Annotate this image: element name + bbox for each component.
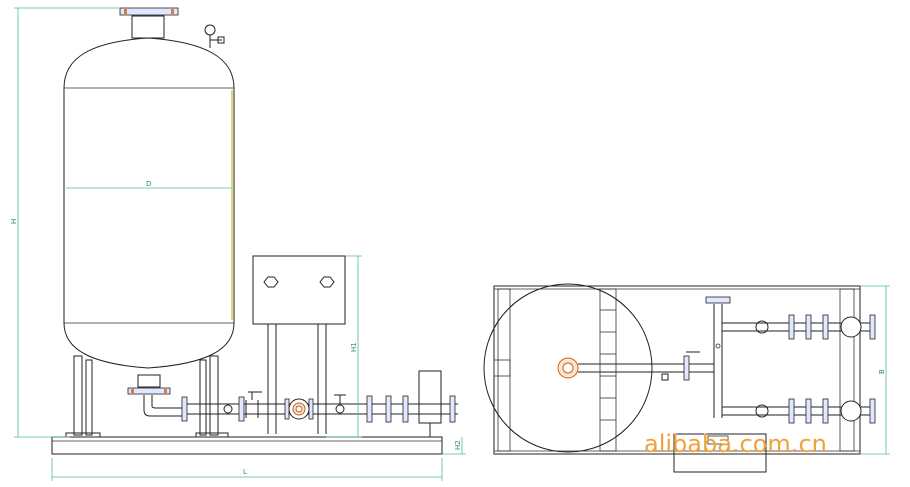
- bottom-outlet: [127, 374, 186, 417]
- top-manhole: [119, 7, 179, 39]
- control-cabinet: [252, 255, 346, 434]
- base-skid: [51, 436, 443, 455]
- dim-label-h2: H2: [454, 440, 462, 450]
- watermark-text: alibaba.com.cn: [644, 430, 827, 458]
- dimension-lines: [14, 7, 466, 481]
- pump-piping: [181, 370, 458, 437]
- pressure-tank: [63, 37, 235, 369]
- front-elevation: H D H1 H2 L: [10, 7, 466, 481]
- dim-label-h1: H1: [350, 342, 358, 352]
- dim-label-l: L: [243, 468, 247, 476]
- tank-legs: [65, 355, 229, 438]
- dim-label-d: D: [146, 180, 151, 188]
- dim-label-b: B: [878, 369, 886, 374]
- plan-branch-upper: [722, 314, 876, 340]
- dim-label-h: H: [10, 219, 18, 224]
- tank-plan-circle: [483, 283, 653, 453]
- pressure-gauge-icon: [204, 24, 225, 48]
- plan-branch-lower: [722, 398, 876, 424]
- plan-view: B: [483, 283, 890, 473]
